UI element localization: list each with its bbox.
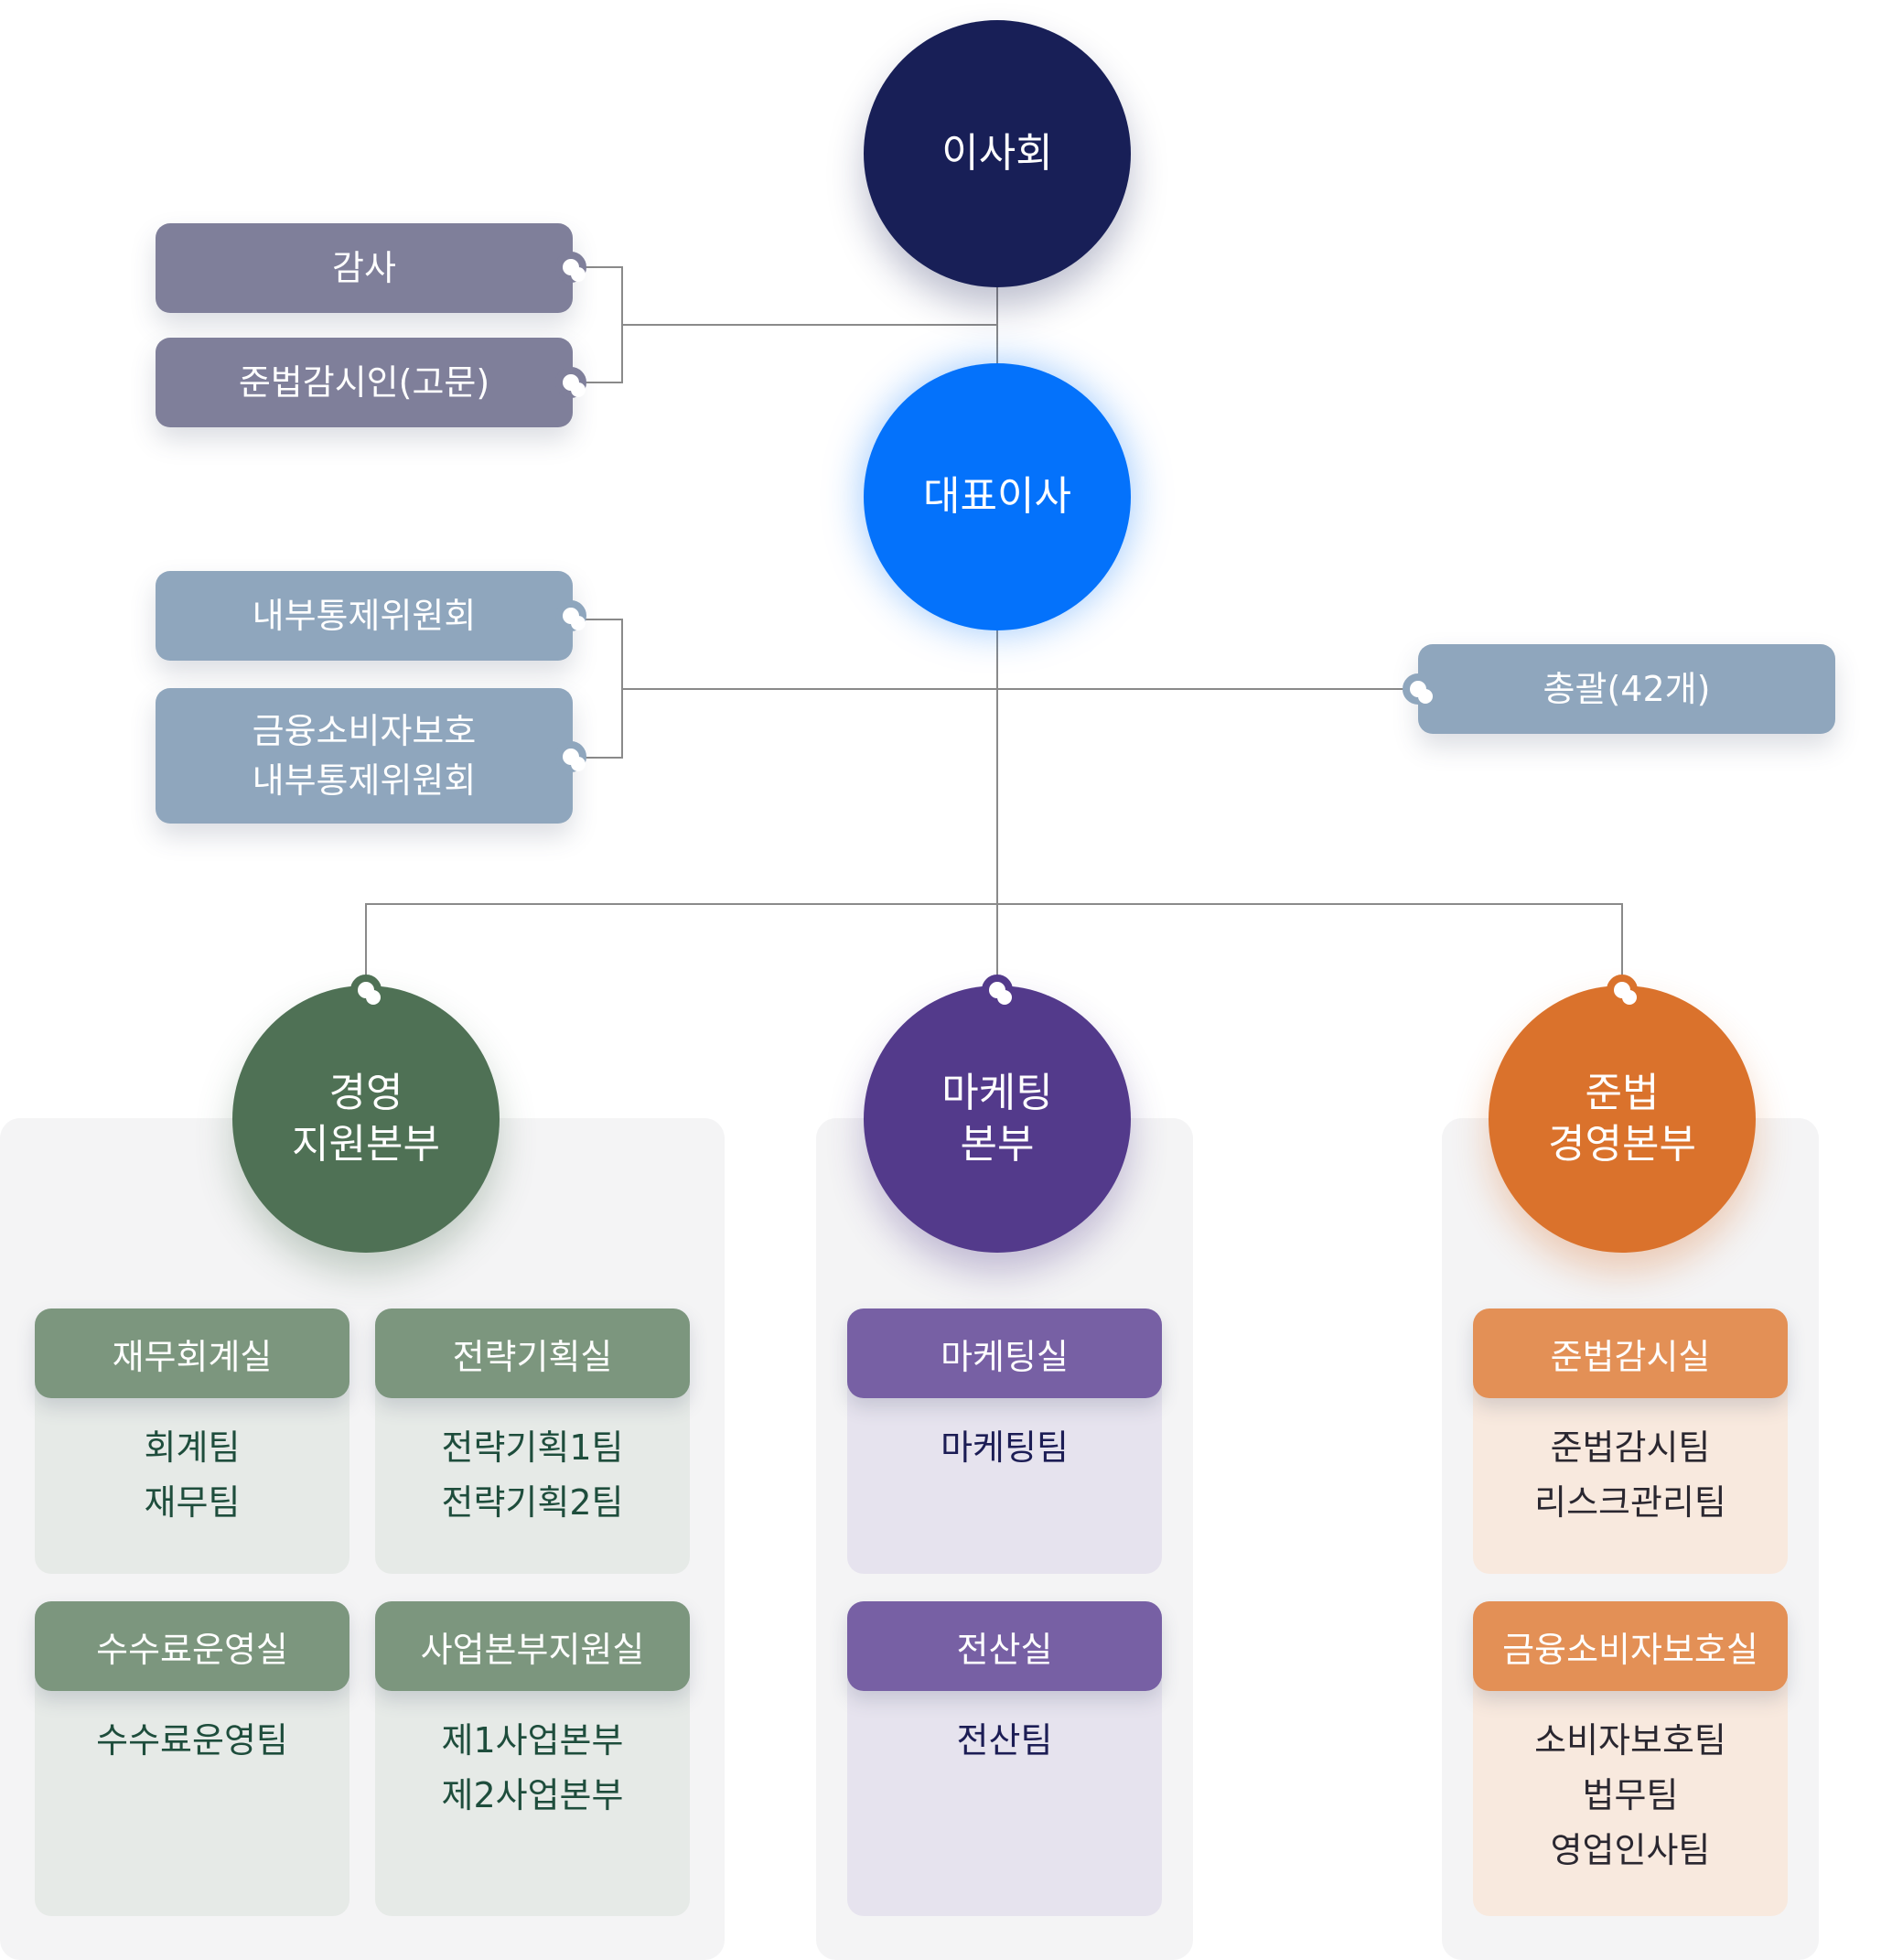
- card-teams: 전산팀: [956, 1720, 1053, 1761]
- ceo-node: 대표이사: [864, 363, 1131, 630]
- card-teams: 회계팀 재무팀: [144, 1427, 241, 1523]
- card-teams: 수수료운영팀: [96, 1720, 288, 1761]
- marketing-office-card: 마케팅실 마케팅팀: [847, 1308, 1162, 1574]
- fee-operations-card: 수수료운영실 수수료운영팀: [35, 1601, 349, 1916]
- board-node: 이사회: [864, 20, 1131, 287]
- general-connector-dot: [1403, 673, 1434, 705]
- it-office-card: 전산실 전산팀: [847, 1601, 1162, 1916]
- strategy-planning-card: 전략기획실 전략기획1팀 전략기획2팀: [375, 1308, 690, 1574]
- management-connector-dot: [350, 975, 382, 1006]
- card-title: 마케팅실: [847, 1308, 1162, 1398]
- card-title: 전산실: [847, 1601, 1162, 1691]
- audit-connector-dot: [555, 252, 586, 283]
- compliance-connector-dot: [1607, 975, 1638, 1006]
- card-teams: 전략기획1팀 전략기획2팀: [441, 1427, 624, 1523]
- card-teams: 제1사업본부 제2사업본부: [441, 1720, 624, 1815]
- marketing-connector-dot: [982, 975, 1013, 1006]
- card-title: 금융소비자보호실: [1473, 1601, 1788, 1691]
- compliance-advisor-box: 준법감시인(고문): [156, 338, 573, 427]
- business-support-card: 사업본부지원실 제1사업본부 제2사업본부: [375, 1601, 690, 1916]
- committee-bracket: [573, 619, 623, 759]
- card-teams: 마케팅팀: [941, 1427, 1069, 1468]
- audit-bracket: [573, 266, 623, 383]
- card-teams: 준법감시팀 리스크관리팀: [1534, 1427, 1726, 1523]
- compliance-division-node: 준법 경영본부: [1489, 985, 1756, 1253]
- consumer-protection-connector-dot: [555, 741, 586, 772]
- general-box: 총괄(42개): [1418, 644, 1835, 734]
- consumer-protection-office-card: 금융소비자보호실 소비자보호팀 법무팀 영업인사팀: [1473, 1601, 1788, 1916]
- finance-accounting-card: 재무회계실 회계팀 재무팀: [35, 1308, 349, 1574]
- card-title: 사업본부지원실: [375, 1601, 690, 1691]
- division-bus-line: [365, 903, 1623, 988]
- marketing-division-node: 마케팅 본부: [864, 985, 1131, 1253]
- compliance-monitoring-card: 준법감시실 준법감시팀 리스크관리팀: [1473, 1308, 1788, 1574]
- audit-box: 감사: [156, 223, 573, 313]
- card-teams: 소비자보호팀 법무팀 영업인사팀: [1534, 1720, 1726, 1870]
- card-title: 재무회계실: [35, 1308, 349, 1398]
- internal-control-committee-box: 내부통제위원회: [156, 571, 573, 661]
- card-title: 수수료운영실: [35, 1601, 349, 1691]
- card-title: 전략기획실: [375, 1308, 690, 1398]
- management-division-node: 경영 지원본부: [232, 985, 500, 1253]
- card-title: 준법감시실: [1473, 1308, 1788, 1398]
- consumer-protection-committee-box: 금융소비자보호 내부통제위원회: [156, 688, 573, 824]
- compliance-advisor-connector-dot: [555, 367, 586, 398]
- internal-control-connector-dot: [555, 600, 586, 631]
